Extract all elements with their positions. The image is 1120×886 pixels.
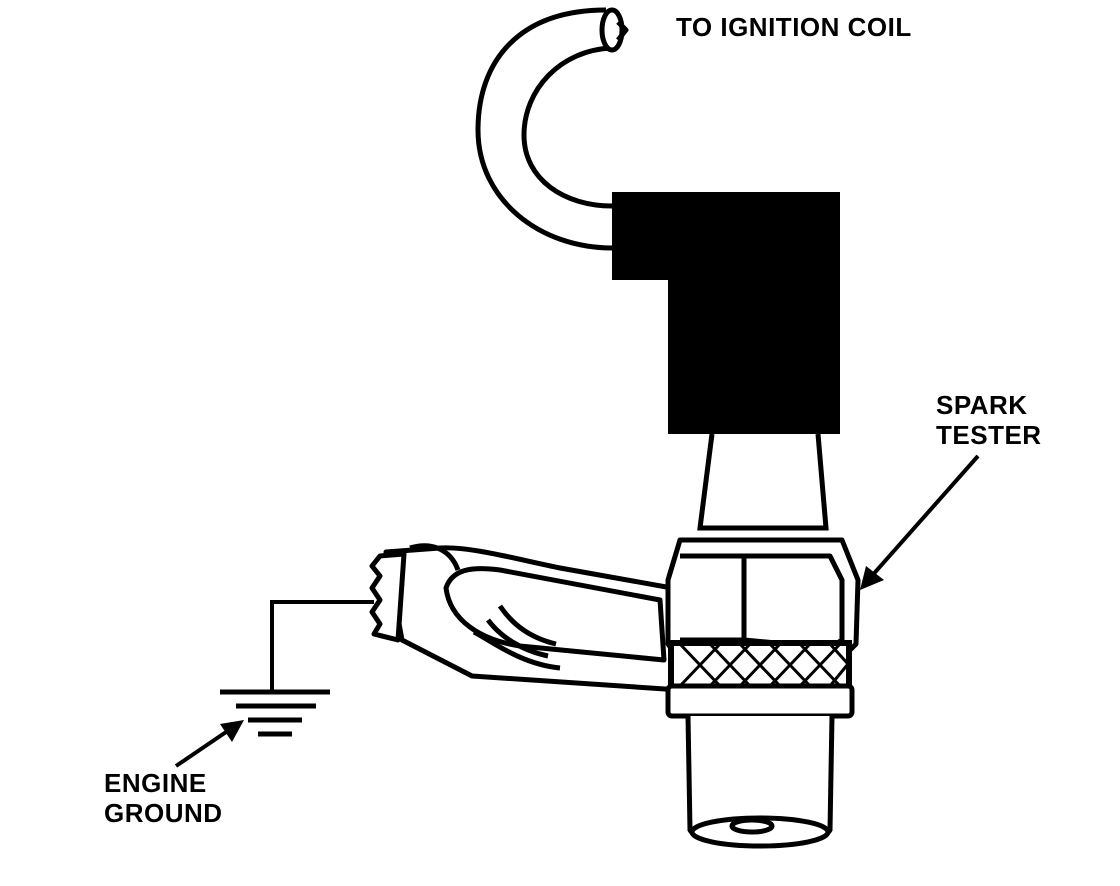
ignition-coil-text: TO IGNITION COIL — [676, 12, 912, 42]
spark-tester-line1: SPARK — [936, 390, 1028, 420]
ignition-wire — [475, 7, 629, 251]
knurled-collar — [665, 640, 855, 719]
engine-ground-label: ENGINE GROUND — [104, 768, 223, 828]
engine-ground-arrow — [174, 720, 244, 768]
tester-neck — [697, 433, 829, 531]
spark-plug-boot — [612, 192, 840, 434]
alligator-clip — [369, 543, 683, 693]
spark-tester-line2: TESTER — [936, 420, 1042, 450]
engine-ground-line1: ENGINE — [104, 768, 207, 798]
ignition-coil-label: TO IGNITION COIL — [676, 12, 912, 42]
engine-ground-line2: GROUND — [104, 798, 223, 828]
ground-symbol — [220, 689, 330, 737]
spark-tester-arrow — [860, 454, 980, 590]
ground-wire — [270, 600, 374, 690]
tester-tip — [685, 715, 835, 849]
spark-tester-label: SPARK TESTER — [936, 390, 1042, 450]
